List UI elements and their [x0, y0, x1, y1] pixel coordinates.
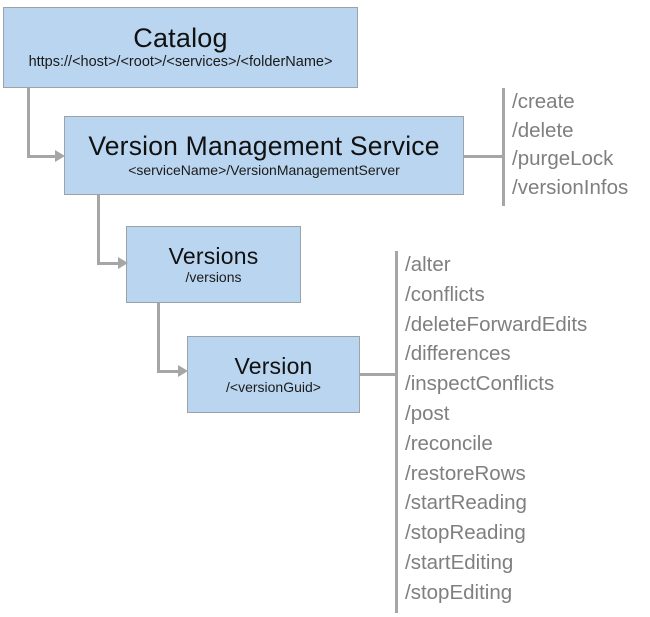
connector-versions-to-version-horizontal: [157, 370, 180, 373]
bracket-version-operations: [395, 251, 398, 613]
node-catalog-path: https://<host>/<root>/<services>/<folder…: [28, 54, 333, 71]
node-version[interactable]: Version /<versionGuid>: [187, 336, 360, 413]
node-version-management-service[interactable]: Version Management Service <serviceName>…: [64, 116, 464, 195]
operation-item[interactable]: /conflicts: [405, 282, 485, 306]
arrow-icon-vms-to-versions: [118, 257, 128, 269]
node-catalog[interactable]: Catalog https://<host>/<root>/<services>…: [3, 7, 358, 88]
operation-item[interactable]: /differences: [405, 342, 511, 366]
operation-item[interactable]: /startReading: [405, 491, 527, 515]
arrow-icon-versions-to-version: [178, 365, 188, 377]
connector-vms-to-operations: [464, 155, 504, 158]
node-versions-title: Versions: [168, 242, 259, 269]
node-catalog-title: Catalog: [133, 22, 228, 53]
operation-item[interactable]: /deleteForwardEdits: [405, 312, 588, 336]
arrow-icon-catalog-to-vms: [55, 150, 65, 162]
operation-item[interactable]: /delete: [512, 118, 574, 142]
operation-item[interactable]: /inspectConflicts: [405, 372, 555, 396]
operations-list-vms: /create /delete /purgeLock /versionInfos: [512, 88, 628, 202]
operation-item[interactable]: /versionInfos: [512, 175, 629, 199]
connector-versions-to-version-vertical: [157, 303, 160, 373]
connector-catalog-to-vms-horizontal: [27, 155, 57, 158]
connector-catalog-to-vms-vertical: [27, 88, 30, 158]
node-versions-path: /versions: [185, 268, 242, 285]
node-version-path: /<versionGuid>: [226, 378, 321, 395]
operation-item[interactable]: /post: [405, 401, 450, 425]
operation-item[interactable]: /reconcile: [405, 431, 493, 455]
operation-item[interactable]: /create: [512, 90, 575, 113]
connector-vms-to-versions-horizontal: [97, 262, 120, 265]
connector-vms-to-versions-vertical: [97, 195, 100, 265]
operation-item[interactable]: /stopEditing: [405, 580, 513, 604]
operation-item[interactable]: /stopReading: [405, 521, 526, 545]
bracket-vms-operations: [502, 88, 505, 206]
node-version-management-service-path: <serviceName>/VersionManagementServer: [128, 161, 400, 178]
operation-item[interactable]: /purgeLock: [512, 147, 614, 170]
operation-item[interactable]: /alter: [405, 253, 451, 276]
node-version-title: Version: [234, 352, 313, 379]
operation-item[interactable]: /startEditing: [405, 550, 514, 574]
operations-list-version: /alter /conflicts /deleteForwardEdits /d…: [405, 250, 587, 608]
operation-item[interactable]: /restoreRows: [405, 461, 526, 485]
connector-version-to-operations: [360, 373, 397, 376]
node-version-management-service-title: Version Management Service: [88, 130, 440, 161]
node-versions[interactable]: Versions /versions: [126, 226, 301, 303]
